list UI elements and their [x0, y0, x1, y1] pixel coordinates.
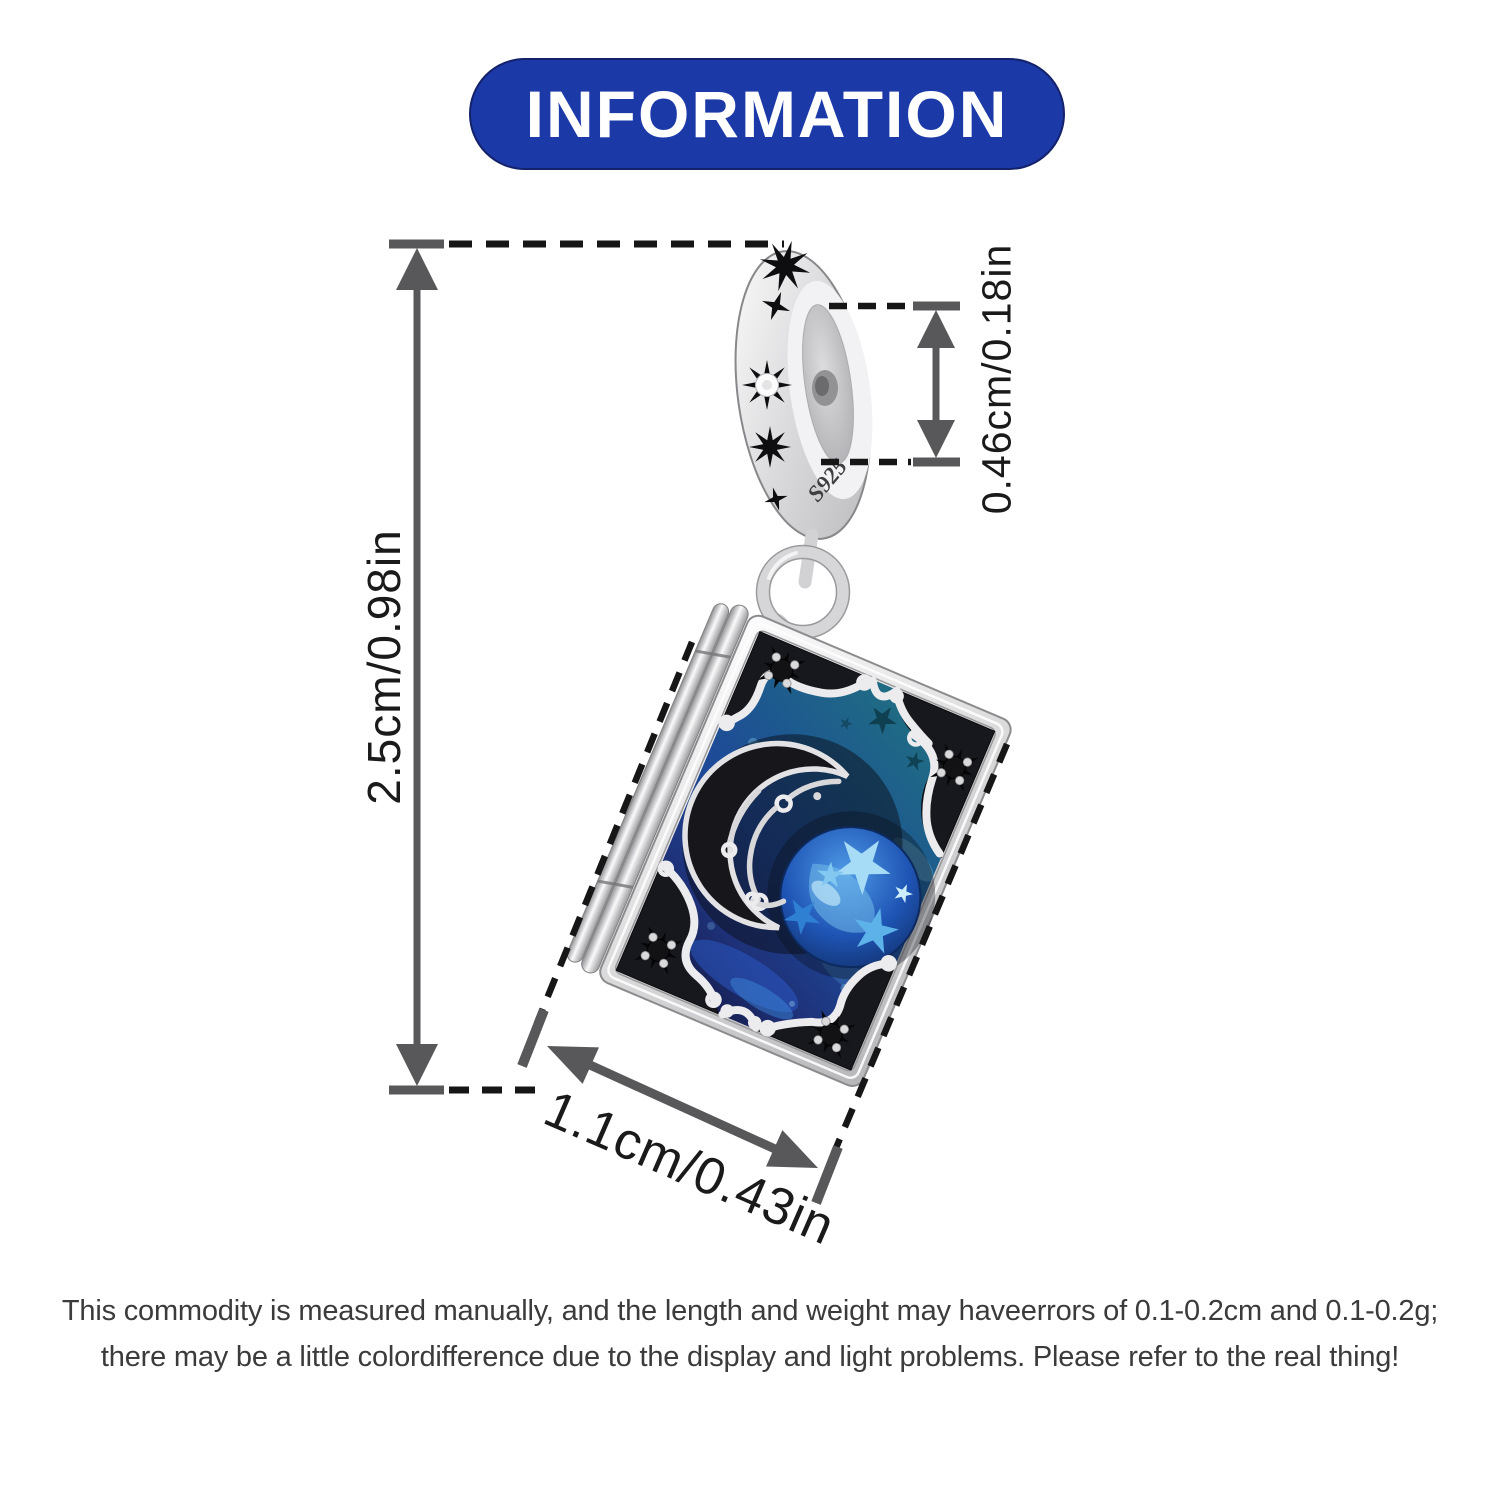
hole-dimension-label: 0.46cm/0.18in — [973, 244, 1019, 515]
corner-gem — [920, 733, 989, 802]
bail-spacer: S925 — [734, 234, 873, 540]
dimension-cap — [517, 1008, 549, 1068]
disclaimer-line-2: there may be a little colordifference du… — [100, 1341, 1400, 1373]
extension-dashed-line — [533, 640, 696, 1025]
arrowhead-up-icon — [917, 310, 955, 348]
silver-scrolls — [657, 669, 944, 1037]
height-dimension-label: 2.5cm/0.98in — [358, 529, 410, 804]
planet — [778, 824, 922, 969]
cz-stone-icon — [742, 360, 792, 410]
information-badge: INFORMATION — [469, 58, 1065, 170]
spine-seam — [597, 879, 634, 889]
information-badge-label: INFORMATION — [525, 77, 1009, 151]
height-dimension: 2.5cm/0.98in — [358, 239, 784, 1095]
crescent-moon-icon — [682, 740, 850, 931]
corner-gem — [797, 1000, 866, 1069]
book-spine-page-edge — [566, 603, 730, 963]
cover-frame — [614, 630, 996, 1072]
cover-bevel — [607, 622, 1004, 1079]
disclaimer: This commodity is measured manually, and… — [0, 1288, 1500, 1380]
arrowhead-up-icon — [396, 248, 438, 290]
arrowhead-down-icon — [917, 420, 955, 458]
arrowhead-right-icon — [766, 1130, 818, 1168]
corner-ornaments — [615, 631, 996, 1071]
arrowhead-left-icon — [547, 1046, 599, 1084]
book-spine-hinge — [581, 604, 749, 974]
hole-dimension: 0.46cm/0.18in — [821, 244, 1019, 515]
book-charm — [566, 603, 1012, 1087]
starburst-icon — [749, 426, 791, 468]
dimension-cap — [811, 1145, 843, 1205]
corner-gem — [624, 916, 693, 985]
corner-gem — [747, 636, 816, 705]
arrowhead-down-icon — [396, 1044, 438, 1086]
dimension-line — [588, 1060, 777, 1154]
spine-seam — [695, 649, 731, 659]
extension-dashed-line — [833, 742, 1010, 1150]
bail-hole-shadow — [815, 376, 829, 396]
disclaimer-line-1: This commodity is measured manually, and… — [61, 1295, 1439, 1327]
charm-product-photo: S925 — [566, 234, 1012, 1087]
moon-filigree — [720, 778, 842, 912]
